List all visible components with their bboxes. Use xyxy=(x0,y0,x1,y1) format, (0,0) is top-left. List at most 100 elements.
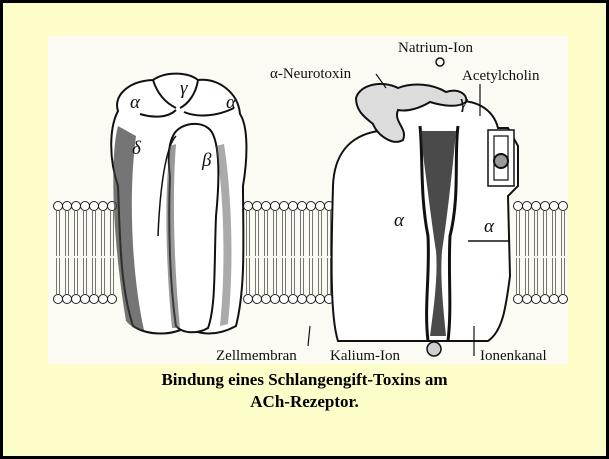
lipid-tail xyxy=(111,258,114,294)
label-ionenkanal: Ionenkanal xyxy=(480,348,547,364)
lipid-tail xyxy=(265,211,268,256)
lipid-tail xyxy=(75,258,78,294)
lipid-tail xyxy=(247,211,250,256)
lipid-tail xyxy=(328,258,331,294)
lipid-head xyxy=(532,202,541,211)
lipid-tail xyxy=(526,211,529,256)
lipid-tail xyxy=(535,258,538,294)
lipid-tail xyxy=(256,211,259,256)
lipid-head xyxy=(90,202,99,211)
lipid-head xyxy=(99,202,108,211)
lipid-tail xyxy=(301,211,304,256)
lipid-tail xyxy=(75,211,78,256)
lipid-tail xyxy=(319,258,322,294)
lipid-head xyxy=(244,202,253,211)
subunit-label: γ xyxy=(180,78,188,99)
subunit-label: α xyxy=(394,210,405,231)
subunit-label: α xyxy=(130,92,141,113)
lipid-tail xyxy=(553,211,556,256)
lipid-head xyxy=(559,202,568,211)
lipid-head xyxy=(550,295,559,304)
lipid-tail xyxy=(256,258,259,294)
lipid-head xyxy=(81,202,90,211)
lipid-tail xyxy=(283,258,286,294)
lipid-tail xyxy=(301,258,304,294)
lipid-head xyxy=(90,295,99,304)
lipid-head xyxy=(307,202,316,211)
lipid-head xyxy=(514,202,523,211)
lipid-tail xyxy=(84,258,87,294)
lipid-tail xyxy=(292,258,295,294)
natrium-ion-icon xyxy=(436,58,444,66)
lipid-tail xyxy=(66,211,69,256)
lipid-head xyxy=(253,295,262,304)
lipid-head xyxy=(559,295,568,304)
lipid-head xyxy=(289,295,298,304)
lipid-head xyxy=(108,295,117,304)
lipid-tail xyxy=(102,211,105,256)
lipid-head xyxy=(81,295,90,304)
lipid-head xyxy=(63,295,72,304)
lipid-head xyxy=(280,202,289,211)
lipid-head xyxy=(72,295,81,304)
lipid-head xyxy=(523,295,532,304)
lipid-head xyxy=(63,202,72,211)
lipid-head xyxy=(307,295,316,304)
lipid-tail xyxy=(544,258,547,294)
lipid-tail xyxy=(553,258,556,294)
lipid-head xyxy=(54,202,63,211)
lipid-head xyxy=(541,295,550,304)
lipid-head xyxy=(253,202,262,211)
lipid-head xyxy=(316,202,325,211)
lipid-tail xyxy=(319,211,322,256)
label-neurotoxin: α-Neurotoxin xyxy=(270,66,352,82)
subunit-label: α xyxy=(484,216,495,237)
lipid-tail xyxy=(310,258,313,294)
label-acetylcholin: Acetylcholin xyxy=(462,68,540,84)
label-natrium-ion: Natrium-Ion xyxy=(398,40,473,56)
lipid-tail xyxy=(274,211,277,256)
lipid-head xyxy=(298,202,307,211)
lipid-tail xyxy=(283,211,286,256)
lipid-head xyxy=(532,295,541,304)
lipid-head xyxy=(514,295,523,304)
lipid-tail xyxy=(265,258,268,294)
lipid-tail xyxy=(526,258,529,294)
lipid-tail xyxy=(274,258,277,294)
lipid-tail xyxy=(517,211,520,256)
lipid-tail xyxy=(562,258,565,294)
subunit-label: β xyxy=(201,150,212,171)
lipid-head xyxy=(271,202,280,211)
subunit-label: γ xyxy=(460,92,468,113)
lipid-head xyxy=(262,202,271,211)
lipid-tail xyxy=(66,258,69,294)
lipid-head xyxy=(99,295,108,304)
lipid-tail xyxy=(544,211,547,256)
lipid-tail xyxy=(84,211,87,256)
lipid-tail xyxy=(562,211,565,256)
lipid-tail xyxy=(93,211,96,256)
lipid-head xyxy=(316,295,325,304)
caption-line-1: Bindung eines Schlangengift-Toxins am xyxy=(3,369,606,391)
lipid-head xyxy=(262,295,271,304)
subunit-label: δ xyxy=(132,138,142,159)
lipid-tail xyxy=(517,258,520,294)
caption-line-2: ACh-Rezeptor. xyxy=(3,391,606,413)
subunit-label: α xyxy=(226,92,237,113)
lipid-head xyxy=(298,295,307,304)
lipid-head xyxy=(54,295,63,304)
kalium-ion-icon xyxy=(427,342,441,356)
lipid-head xyxy=(550,202,559,211)
lipid-tail xyxy=(247,258,250,294)
lipid-tail xyxy=(292,211,295,256)
lipid-tail xyxy=(310,211,313,256)
lipid-head xyxy=(271,295,280,304)
lipid-head xyxy=(244,295,253,304)
lipid-tail xyxy=(111,211,114,256)
lipid-tail xyxy=(535,211,538,256)
receptor-diagram: α γ α δ β γ α α Natrium-Ion α-Neurotoxin… xyxy=(48,36,568,364)
label-kalium-ion: Kalium-Ion xyxy=(330,348,400,364)
lipid-head xyxy=(280,295,289,304)
lipid-tail xyxy=(93,258,96,294)
